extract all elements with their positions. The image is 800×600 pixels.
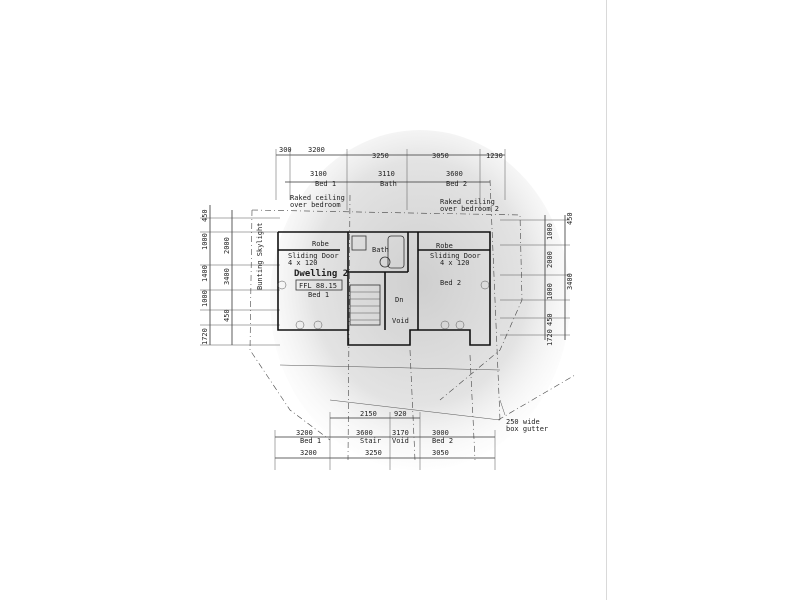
top-dim-3: 3250 bbox=[372, 152, 389, 160]
room-label-void: Void bbox=[392, 317, 409, 325]
gutter-note-2: box gutter bbox=[506, 425, 548, 433]
top-dimensions: 300 3200 3250 3050 1230 3100 3110 3600 B… bbox=[275, 146, 506, 210]
bottom-dim-row2-3: 3050 bbox=[432, 449, 449, 457]
sliding-door-left-2: 4 x 120 bbox=[288, 259, 318, 267]
top-dim-4: 3050 bbox=[432, 152, 449, 160]
roof-outline bbox=[249, 179, 576, 461]
bottom-room-label-bed1: Bed 1 bbox=[300, 437, 321, 445]
ffl-label: FFL 88.15 bbox=[299, 282, 337, 290]
top-dim-row2-3: 3600 bbox=[446, 170, 463, 178]
bottom-room-label-void: Void bbox=[392, 437, 409, 445]
room-label-robe-right: Robe bbox=[436, 242, 453, 250]
ceiling-note-right-2: over bedroom 2 bbox=[440, 205, 499, 213]
left-dimensions: 450 1000 2000 1400 3400 1000 450 1720 Bu… bbox=[200, 205, 280, 346]
right-dim-4: 3400 bbox=[566, 273, 574, 290]
left-dim-4: 1400 bbox=[201, 265, 209, 282]
bottom-dim-row1-2: 3600 bbox=[356, 429, 373, 437]
walls bbox=[277, 231, 491, 346]
bottom-dim-row2-2: 3250 bbox=[365, 449, 382, 457]
stair-dn-label: Dn bbox=[395, 296, 403, 304]
gutter-leader bbox=[499, 399, 506, 416]
left-dim-7: 450 bbox=[223, 309, 231, 322]
gutter-note-1: 250 wide bbox=[506, 418, 540, 426]
ffl-box bbox=[295, 279, 343, 291]
skylight-note: Bunting Skylight bbox=[256, 223, 264, 290]
left-dim-6: 1000 bbox=[201, 290, 209, 307]
room-label-bed1: Bed 1 bbox=[308, 291, 329, 299]
bottom-room-label-bed2: Bed 2 bbox=[432, 437, 453, 445]
bottom-dim-row1-3: 3170 bbox=[392, 429, 409, 437]
ceiling-note-left-1: Raked ceiling bbox=[290, 194, 345, 202]
right-dim-6: 450 bbox=[546, 313, 554, 326]
page-edge-line bbox=[606, 0, 607, 600]
top-dim-row2-2: 3110 bbox=[378, 170, 395, 178]
left-dim-2: 1000 bbox=[201, 233, 209, 250]
left-dim-8: 1720 bbox=[201, 328, 209, 345]
top-room-label-bed1: Bed 1 bbox=[315, 180, 336, 188]
scan-shading bbox=[270, 130, 570, 470]
top-dim-2: 3200 bbox=[308, 146, 325, 154]
right-dim-1: 450 bbox=[566, 212, 574, 225]
sliding-door-right-1: Sliding Door bbox=[430, 252, 481, 260]
sliding-door-left-1: Sliding Door bbox=[288, 252, 339, 260]
bottom-room-label-stair: Stair bbox=[360, 437, 381, 445]
top-dim-row2-1: 3100 bbox=[310, 170, 327, 178]
top-room-label-bed2: Bed 2 bbox=[446, 180, 467, 188]
room-label-bath: Bath bbox=[372, 246, 389, 254]
ceiling-note-left-2: over bedroom bbox=[290, 201, 341, 209]
right-dim-5: 1000 bbox=[546, 283, 554, 300]
left-dim-1: 450 bbox=[201, 209, 209, 222]
top-room-label-bath: Bath bbox=[380, 180, 397, 188]
bottom-dim-row1-4: 3000 bbox=[432, 429, 449, 437]
dwelling-label: Dwelling 2 bbox=[294, 268, 348, 279]
room-label-robe-left: Robe bbox=[312, 240, 329, 248]
sliding-door-right-2: 4 x 120 bbox=[440, 259, 470, 267]
right-dim-3: 2000 bbox=[546, 251, 554, 268]
left-dim-3: 2000 bbox=[223, 237, 231, 254]
top-dim-1: 300 bbox=[279, 146, 292, 154]
right-dimensions: 450 1000 2000 3400 1000 450 1720 bbox=[500, 212, 574, 346]
bottom-dim-upper-1: 2150 bbox=[360, 410, 377, 418]
right-dim-2: 1000 bbox=[546, 223, 554, 240]
bottom-dim-row2-1: 3200 bbox=[300, 449, 317, 457]
top-dim-5: 1230 bbox=[486, 152, 503, 160]
left-dim-5: 3400 bbox=[223, 268, 231, 285]
bottom-dim-row1-1: 3200 bbox=[296, 429, 313, 437]
bottom-dimensions: 2150 920 3200 3600 3170 3000 Bed 1 Stair… bbox=[274, 410, 496, 470]
room-label-bed2: Bed 2 bbox=[440, 279, 461, 287]
bottom-dim-upper-2: 920 bbox=[394, 410, 407, 418]
right-dim-7: 1720 bbox=[546, 329, 554, 346]
ceiling-note-right-1: Raked ceiling bbox=[440, 198, 495, 206]
